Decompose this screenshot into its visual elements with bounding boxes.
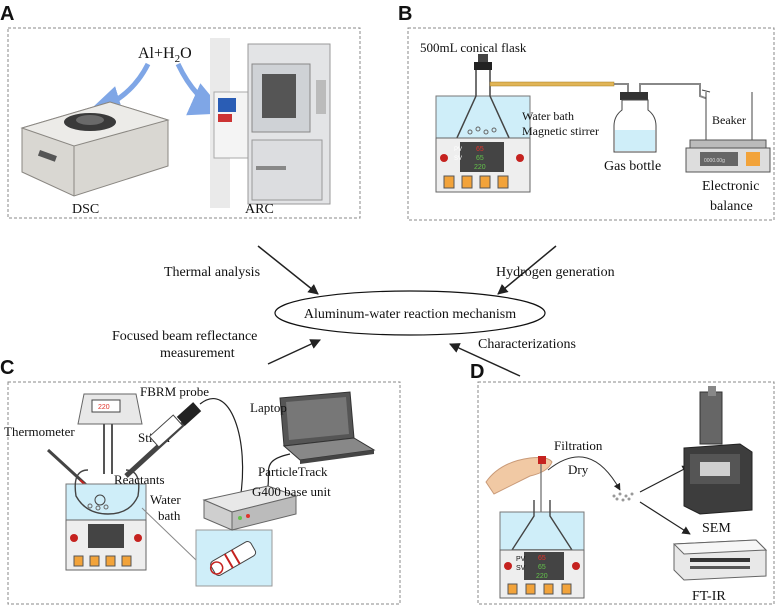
thermal-analysis-label: Thermal analysis	[164, 265, 260, 280]
center-hub: Aluminum-water reaction mechanism Therma…	[112, 245, 615, 377]
ftir-label: FT-IR	[692, 589, 726, 604]
c-water-label: Water	[150, 492, 181, 507]
dry-label: Dry	[568, 462, 589, 477]
dsc-label: DSC	[72, 202, 99, 217]
laptop-label: Laptop	[250, 400, 287, 415]
panel-b-frame	[407, 27, 775, 221]
thermometer-label: Thermometer	[4, 424, 75, 439]
d-stirrer-controller: PV SV 65 65 220	[499, 549, 585, 599]
water-bath-label: Water bath	[522, 109, 574, 123]
characterizations-label: Characterizations	[478, 337, 576, 352]
b-water-bath	[435, 95, 531, 139]
base-unit-label-2: G400 base unit	[252, 484, 331, 499]
sem-instrument	[683, 386, 753, 515]
panel-c-frame	[7, 381, 401, 605]
panel-a-letter: A	[0, 3, 14, 25]
mechanism-ellipse	[274, 290, 546, 336]
b-gas-tube	[489, 81, 615, 87]
c-bath-label: bath	[158, 508, 181, 523]
arrow-thermal	[257, 245, 319, 295]
balance-label-1: Electronic	[702, 179, 760, 194]
fbrm-label-1: Focused beam reflectance	[112, 329, 257, 344]
overhead-stirrer: 220	[77, 393, 143, 474]
svg-text:PV: PV	[516, 556, 526, 563]
particletrack-base-unit	[202, 485, 298, 531]
beaker-label: Beaker	[712, 113, 746, 127]
panel-d-letter: D	[470, 361, 484, 383]
laptop	[279, 391, 376, 464]
panel-b-letter: B	[398, 3, 412, 25]
svg-text:220: 220	[536, 573, 548, 580]
base-unit-label-1: ParticleTrack	[258, 464, 328, 479]
svg-text:PV: PV	[454, 147, 462, 153]
mechanism-label: Aluminum-water reaction mechanism	[304, 307, 516, 322]
panel-a-frame	[7, 27, 361, 219]
fbrm-probe	[124, 397, 244, 501]
reaction-label: Al+H2O	[138, 45, 192, 65]
hand-with-dropper	[485, 456, 553, 495]
flask-label: 500mL conical flask	[420, 40, 527, 55]
panel-a: A Al+H2O DSC	[0, 3, 361, 219]
b-stirrer-controller: PV SV 65 65 220	[435, 137, 531, 193]
svg-text:65: 65	[476, 146, 484, 153]
panel-d-frame	[477, 381, 775, 605]
reactants-label: Reactants	[114, 472, 165, 487]
fbrm-probe-label: FBRM probe	[140, 384, 209, 399]
svg-text:65: 65	[476, 155, 484, 162]
arrow-hydrogen	[497, 245, 557, 295]
filtration-label: Filtration	[554, 438, 603, 453]
svg-text:SV: SV	[454, 156, 462, 162]
arrow-to-sem	[639, 465, 691, 493]
arrow-dry	[547, 456, 621, 491]
ftir-instrument	[672, 539, 768, 581]
gas-bottle	[613, 92, 657, 153]
arrow-to-ftir	[639, 501, 691, 535]
svg-text:65: 65	[538, 555, 546, 562]
arrow-fbrm	[267, 339, 321, 365]
panel-c: C 220 Stirrer Thermometer FBRM probe	[0, 357, 401, 605]
svg-text:65: 65	[538, 564, 546, 571]
d-water-bath	[499, 511, 585, 551]
panel-d: D Filtration Dry	[470, 361, 775, 605]
svg-text:0000.00g: 0000.00g	[704, 158, 725, 164]
magnetic-stirrer-label: Magnetic stirrer	[522, 124, 599, 138]
balance-label-2: balance	[710, 199, 753, 214]
fbrm-label-2: measurement	[160, 346, 235, 361]
arrow-characterizations	[449, 343, 521, 377]
svg-text:220: 220	[98, 404, 110, 411]
svg-text:SV: SV	[516, 565, 526, 572]
dried-powder	[612, 492, 634, 502]
c-stirrer-controller	[65, 519, 147, 571]
panel-c-letter: C	[0, 357, 14, 379]
electronic-balance: 0000.00g	[685, 139, 771, 173]
dsc-instrument	[20, 101, 170, 197]
svg-text:220: 220	[474, 164, 486, 171]
gas-bottle-label: Gas bottle	[604, 159, 661, 174]
hydrogen-generation-label: Hydrogen generation	[496, 265, 615, 280]
arc-instrument	[210, 38, 331, 208]
arc-label: ARC	[245, 202, 274, 217]
panel-b: B 500mL conical flask Gas bottle Water b…	[398, 3, 775, 221]
sem-label: SEM	[702, 521, 731, 536]
